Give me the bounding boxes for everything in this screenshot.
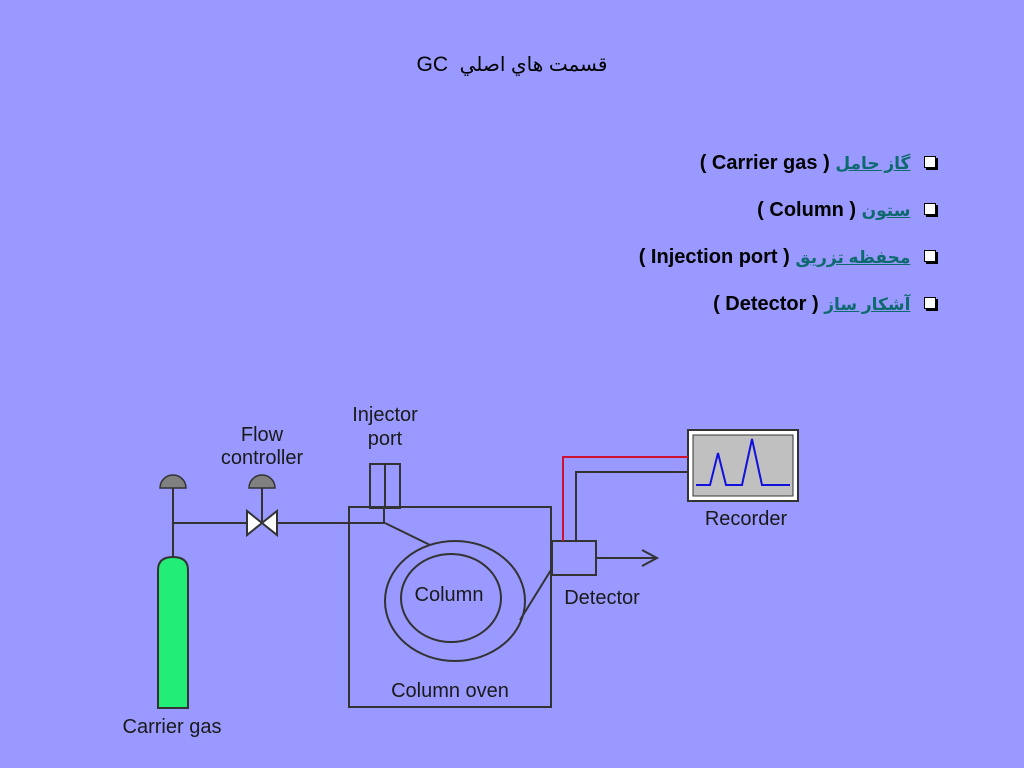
checkbox-bullet-icon (924, 297, 936, 309)
bullet-injection-port: محفظه تزريق ( Injection port ) (639, 239, 936, 286)
bullet-english-injection-port: ( Injection port ) (638, 246, 790, 268)
bullet-link-detector[interactable]: آشكار ساز (824, 295, 911, 314)
column-coil-inner (400, 553, 502, 643)
checkbox-bullet-icon (924, 203, 936, 215)
label-recorder: Recorder (705, 508, 788, 530)
bullet-link-carrier-gas[interactable]: گاز حامل (835, 154, 911, 173)
detector-box (551, 540, 597, 576)
chromatogram-trace (696, 438, 790, 486)
label-detector: Detector (564, 587, 640, 609)
label-injector-2: port (368, 428, 403, 450)
signal-wire-red (562, 456, 688, 541)
flow-valve-icon (246, 508, 278, 538)
column-oven-box (348, 506, 552, 708)
label-injector-1: Injector (352, 404, 418, 426)
gas-line (172, 508, 385, 557)
bullet-english-column: ( Column ) (757, 199, 857, 221)
exhaust-arrow-icon (641, 549, 660, 567)
checkbox-bullet-icon (924, 156, 936, 168)
label-flow-controller-2: controller (221, 447, 304, 469)
bullet-link-column[interactable]: ستون (861, 201, 911, 220)
label-carrier-gas: Carrier gas (123, 716, 222, 738)
bullet-link-injection-port[interactable]: محفظه تزريق (795, 248, 911, 267)
title-persian: قسمت هاي اصلي (459, 54, 608, 76)
recorder-screen (692, 434, 794, 497)
label-column-oven: Column oven (391, 680, 509, 702)
bullet-english-detector: ( Detector ) (713, 293, 819, 315)
label-flow-controller-1: Flow (241, 424, 284, 446)
carrier-gas-cylinder (157, 555, 189, 709)
pressure-gauge-icon (159, 474, 187, 489)
bullet-column: ستون ( Column ) (639, 192, 936, 239)
bullet-english-carrier-gas: ( Carrier gas ) (699, 152, 830, 174)
pressure-gauge-icon (248, 474, 276, 489)
gc-schematic-diagram: Flow controller Injector port Recorder C… (123, 404, 799, 738)
label-column: Column (415, 584, 484, 606)
bullet-detector: آشكار ساز ( Detector ) (639, 286, 936, 333)
bullet-carrier-gas: گاز حامل ( Carrier gas ) (639, 145, 936, 192)
title-gc: GC (416, 53, 449, 76)
bullet-list: گاز حامل ( Carrier gas ) ستون ( Column )… (639, 145, 936, 333)
column-coil-outer (384, 540, 526, 662)
checkbox-bullet-icon (924, 250, 936, 262)
slide-title: GC قسمت هاي اصلي (0, 52, 1024, 77)
signal-wire-black (575, 471, 688, 541)
